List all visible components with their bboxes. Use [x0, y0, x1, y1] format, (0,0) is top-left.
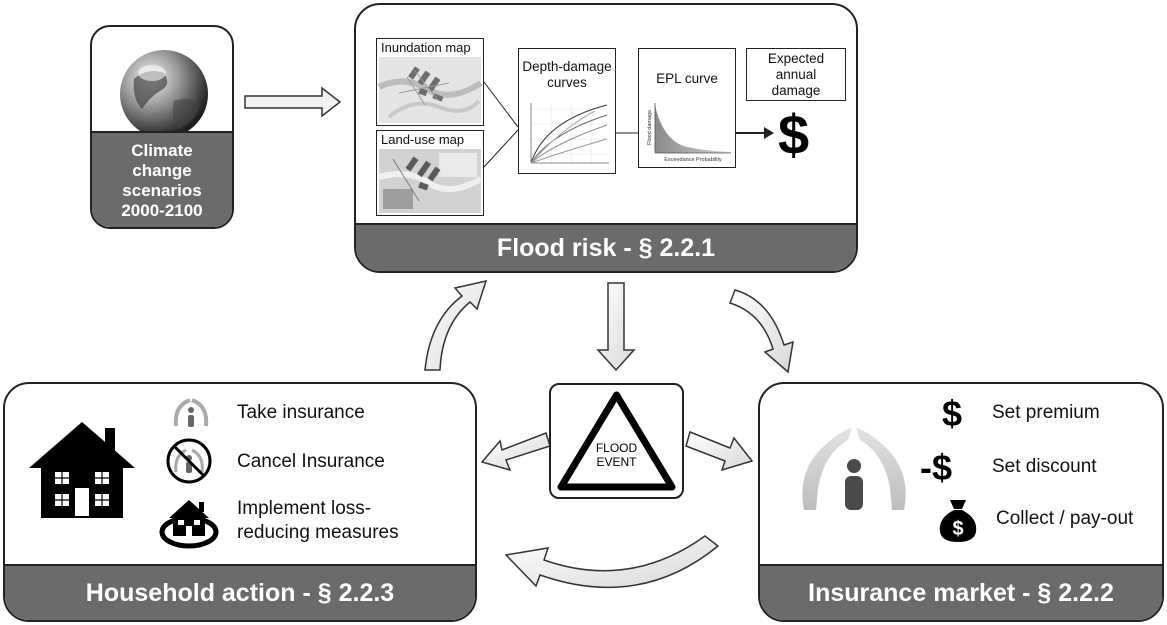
- epl-x-axis-label: Exceedance Probability: [664, 157, 722, 163]
- inundation-map-label: Inundation map: [381, 40, 471, 55]
- arrow-flood-risk-to-event: [596, 282, 636, 372]
- climate-label-block: Climate change scenarios 2000-2100: [92, 131, 232, 227]
- household-action-title: Household action - § 2.2.3: [5, 564, 475, 620]
- loss-reducing-label-line2: reducing measures: [237, 522, 399, 543]
- protected-house-icon: [159, 500, 219, 549]
- flood-risk-title: Flood risk - § 2.2.1: [356, 223, 856, 271]
- depth-damage-box: Depth-damage curves: [518, 48, 616, 174]
- set-premium-icon: $: [942, 393, 963, 434]
- flood-event-panel: FLOOD EVENT: [549, 383, 684, 499]
- epl-curve-label: EPL curve: [656, 71, 718, 86]
- arrow-household-to-flood-risk: [424, 279, 488, 371]
- cancel-insurance-icon: [166, 438, 212, 484]
- arrow-flood-risk-to-insurance: [729, 289, 794, 374]
- cancel-insurance-label: Cancel Insurance: [237, 451, 385, 472]
- take-insurance-label: Take insurance: [237, 402, 365, 423]
- insurance-market-panel: $ Set premium -$ Set discount $ Collect …: [758, 382, 1164, 622]
- arrow-insurance-to-household: [504, 535, 720, 589]
- climate-change-panel: Climate change scenarios 2000-2100: [90, 25, 234, 229]
- land-use-map-label: Land-use map: [381, 132, 465, 147]
- expected-damage-label-line: Expected: [767, 51, 825, 66]
- insurance-protection-icon: [802, 428, 906, 510]
- insurance-market-title: Insurance market - § 2.2.2: [760, 564, 1162, 620]
- warning-triangle-icon: [557, 391, 676, 491]
- arrow-event-to-insurance: [685, 430, 754, 472]
- set-discount-icon: -$: [920, 447, 953, 488]
- flood-event-line: FLOOD: [595, 441, 638, 455]
- collect-payout-label: Collect / pay-out: [996, 508, 1134, 529]
- set-discount-label: Set discount: [992, 456, 1097, 477]
- loss-reducing-label-line1: Implement loss-: [237, 498, 372, 519]
- depth-damage-label-line: curves: [547, 75, 587, 90]
- depth-damage-label-line: Depth-damage: [522, 59, 612, 74]
- depth-damage-label: Depth-damage curves: [519, 59, 615, 91]
- climate-label-line: Climate: [131, 141, 193, 160]
- map-connectors: [483, 81, 774, 168]
- expected-damage-label-line: annual: [775, 67, 817, 82]
- epl-y-axis-label: Flood damage: [647, 110, 653, 145]
- expected-damage-box: Expected annual damage: [746, 48, 846, 101]
- house-icon: [29, 422, 135, 518]
- climate-label-line: change: [132, 161, 192, 180]
- flood-event-label: FLOOD EVENT: [551, 441, 682, 469]
- inundation-map-box: Inundation map: [376, 38, 484, 126]
- epl-curve-chart: Flood damage Exceedance Probability: [647, 103, 731, 163]
- money-bag-icon: $: [939, 500, 977, 542]
- household-action-panel: Take insurance Cancel Insurance Implemen…: [3, 382, 477, 622]
- arrow-event-to-household: [480, 432, 551, 472]
- land-use-map-image: [378, 149, 483, 213]
- money-bag-symbol: $: [952, 518, 963, 540]
- arrow-climate-to-flood-risk: [244, 86, 342, 118]
- flood-risk-panel: Inundation map Land-use map: [354, 3, 858, 273]
- climate-label-line: scenarios: [122, 181, 202, 200]
- inundation-map-image: [377, 57, 483, 123]
- expected-damage-label-line: damage: [771, 83, 821, 98]
- expected-damage-label: Expected annual damage: [747, 51, 845, 99]
- epl-curve-box: EPL curve Flood damage Exceedance Probab…: [638, 48, 736, 168]
- depth-damage-chart: [530, 103, 609, 164]
- land-use-map-box: Land-use map: [376, 130, 484, 216]
- globe-icon: [120, 50, 208, 138]
- climate-label-line: 2000-2100: [121, 201, 203, 220]
- flood-event-line: EVENT: [596, 455, 637, 469]
- set-premium-label: Set premium: [992, 402, 1100, 423]
- dollar-icon: $: [778, 103, 810, 166]
- insurance-hands-icon: [173, 398, 209, 427]
